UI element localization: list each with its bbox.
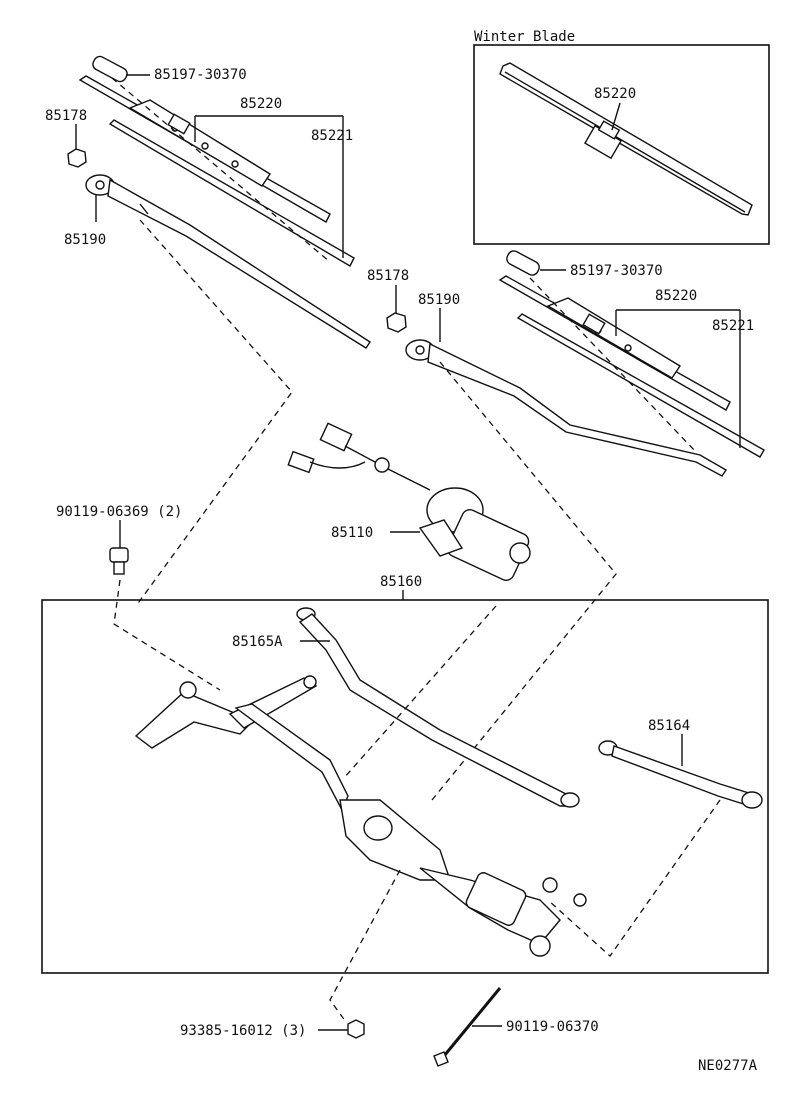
upper-bolt: 90119-06369 (2) (56, 504, 221, 691)
winter-blade-title: Winter Blade (474, 29, 575, 45)
right-arm-label: 85190 (418, 292, 460, 308)
left-rubber-label: 85221 (311, 128, 353, 144)
rod-85164-label: 85164 (648, 718, 690, 734)
right-rubber (516, 313, 765, 458)
right-nut: 85178 (367, 268, 409, 333)
left-rubber (108, 119, 355, 267)
linkage-frame (134, 675, 587, 957)
left-cap-label: 85197-30370 (154, 67, 247, 83)
rod-85165a: 85165A (232, 607, 580, 808)
figure-code: NE0277A (698, 1058, 758, 1074)
bottom-bolt-label: 90119-06370 (506, 1019, 599, 1035)
winter-blade-leader (611, 102, 621, 131)
left-cap: 85197-30370 (92, 55, 247, 83)
right-cap: 85197-30370 (506, 250, 663, 279)
winter-blade-inset: Winter Blade 85220 (473, 29, 770, 245)
bottom-nut-label: 93385-16012 (3) (180, 1023, 306, 1039)
link-assembly: 85160 85165A 85164 (41, 574, 769, 1023)
wiper-motor: 85110 (287, 422, 531, 581)
left-nut: 85178 (45, 108, 87, 168)
bottom-nut: 93385-16012 (3) (180, 1019, 365, 1039)
left-blade-label: 85220 (240, 96, 282, 112)
bottom-bolt: 90119-06370 (433, 987, 599, 1067)
right-rubber-label: 85221 (712, 318, 754, 334)
right-arm: 85190 (405, 292, 727, 477)
right-nut-label: 85178 (367, 268, 409, 284)
left-arm-label: 85190 (64, 232, 106, 248)
left-blade (78, 75, 331, 223)
link-assembly-frame (41, 599, 769, 974)
left-wiper-assembly: 85197-30370 85220 85221 85178 (45, 55, 371, 607)
motor-label: 85110 (331, 525, 373, 541)
right-wiper-assembly: 85178 85190 85197-30370 (367, 250, 765, 801)
left-nut-label: 85178 (45, 108, 87, 124)
winter-blade-label: 85220 (594, 86, 636, 102)
left-arm: 85190 (64, 174, 371, 349)
rod-85165a-label: 85165A (232, 634, 283, 650)
winter-blade-part (499, 62, 753, 216)
right-blade (498, 275, 731, 411)
winter-blade-frame (473, 44, 770, 245)
link-assembly-label: 85160 (380, 574, 422, 590)
right-blade-label: 85220 (655, 288, 697, 304)
rod-85164: 85164 (598, 718, 763, 809)
right-cap-label: 85197-30370 (570, 263, 663, 279)
upper-bolt-label: 90119-06369 (2) (56, 504, 182, 520)
